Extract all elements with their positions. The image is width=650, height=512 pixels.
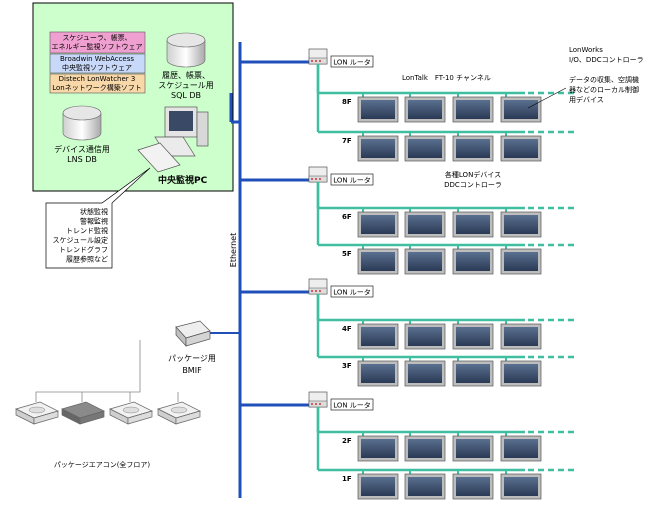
io-desc-line2: 器などのローカル制御 [569,85,639,94]
lon-device-icon [404,360,446,387]
bmif-label-line1: パッケージ用 [168,354,216,363]
software-box-scheduler [49,31,146,54]
io-desc-line1: データの収集、空調機 [569,75,639,84]
floor-label: 4F [342,325,352,333]
lon-device-icon [500,96,542,123]
floor-label: 2F [342,437,352,445]
lns-db-label-line1: デバイス通信用 [54,144,110,154]
lns-db-label-line2: LNS DB [67,155,97,164]
lon-device-icon [404,211,446,238]
pc-callout-item: 状態監視 [80,207,108,216]
floor-label: 6F [342,213,352,221]
pc-icon [137,106,209,173]
sql-db-icon [166,32,206,68]
sql-db-label-line2: スケジュール用 [158,81,213,90]
lon-router-label: LON ルータ [333,401,371,410]
software-box-lonwatcher [49,73,146,94]
lon-device-icon [452,211,494,238]
bmif-icon [175,320,211,347]
lon-device-icon [357,96,399,123]
lon-router-icon [308,278,328,295]
lon-device-icon [452,360,494,387]
lon-router-label: LON ルータ [333,176,371,185]
sql-db-label-line1: 履歴、帳票、 [162,70,210,80]
lon-device-icon [500,473,542,500]
lon-device-icon [404,96,446,123]
software-webaccess-line2: 中央監視ソフトウェア [62,63,132,72]
pc-callout-item: 履歴参照など [66,255,108,264]
aircon-unit [61,401,105,425]
lon-router-label-box [330,55,374,68]
lon-device-icon [452,473,494,500]
ddc-label-line1: 各種LONデバイス [445,170,501,179]
lon-router-label-box [330,398,374,411]
software-webaccess-line1: Broadwin WebAccess [60,55,134,63]
lon-device-icon [452,435,494,462]
lon-router-label-box [330,285,374,298]
channel-label: LonTalk FT-10 チャンネル [402,74,491,82]
lon-device-icon [500,323,542,350]
ddc-label-line2: DDCコントローラ [444,181,502,189]
lon-device-icon [357,360,399,387]
lon-device-icon [357,248,399,275]
lon-device-icon [404,323,446,350]
lon-device-icon [452,96,494,123]
lon-device-icon [404,248,446,275]
central-pc-box [32,2,234,192]
lon-device-icon [357,323,399,350]
software-lonwatcher-line2: Lonネットワーク構築ソフト [52,83,142,92]
lon-device-icon [500,435,542,462]
io-pointer [527,87,567,109]
software-box-webaccess [49,53,146,74]
pc-callout-item: スケジュール設定 [52,236,108,245]
pc-callout-item: 警報監視 [80,217,108,226]
lon-router-icon [308,48,328,65]
lon-device-icon [452,135,494,162]
lon-device-icon [500,211,542,238]
lon-device-icon [404,135,446,162]
lon-router-icon [308,166,328,183]
floor-label: 7F [342,137,352,145]
aircon-unit [15,401,59,425]
central-pc-label: 中央監視PC [158,174,208,186]
lon-router-label-box [330,173,374,186]
pc-callout [45,167,151,269]
software-scheduler-line1: スケジューラ、帳票、 [62,33,131,42]
lon-device-icon [452,248,494,275]
lns-db-icon [62,105,102,141]
floor-label: 3F [342,362,352,370]
software-stack: スケジューラ、帳票、 エネルギー監視ソフトウェア Broadwin WebAcc… [49,31,146,94]
aircon-unit [109,401,153,425]
pc-callout-item: トレンド監視 [66,226,108,235]
bmif-label-line2: BMIF [182,366,202,375]
ethernet-label: Ethernet [229,233,238,267]
lon-router-icon [308,391,328,408]
lon-router-label: LON ルータ [333,288,371,297]
io-desc-line3: 用デバイス [569,95,604,104]
lon-device-icon [500,135,542,162]
aircon-label: パッケージエアコン(全フロア) [54,460,151,469]
lon-device-icon [357,435,399,462]
lon-device-icon [357,473,399,500]
bmif-aircon-link [35,340,179,402]
io-label-line1: LonWorks [569,46,603,54]
lon-device-icon [500,248,542,275]
floor-label: 8F [342,98,352,106]
aircon-unit [157,401,201,425]
io-label-line2: I/O、DDCコントローラ [569,56,644,64]
sql-db-label-line3: SQL DB [171,91,201,100]
lon-device-icon [357,135,399,162]
lon-device-icon [500,360,542,387]
lon-device-icon [404,473,446,500]
software-scheduler-line2: エネルギー監視ソフトウェア [52,42,143,51]
lon-router-label: LON ルータ [333,58,371,67]
pc-callout-item: トレンドグラフ [59,245,108,254]
software-lonwatcher-line1: Distech LonWatcher 3 [59,75,136,83]
floor-label: 1F [342,475,352,483]
lon-device-icon [404,435,446,462]
floor-label: 5F [342,250,352,258]
lon-device-icon [452,323,494,350]
lon-device-icon [357,211,399,238]
